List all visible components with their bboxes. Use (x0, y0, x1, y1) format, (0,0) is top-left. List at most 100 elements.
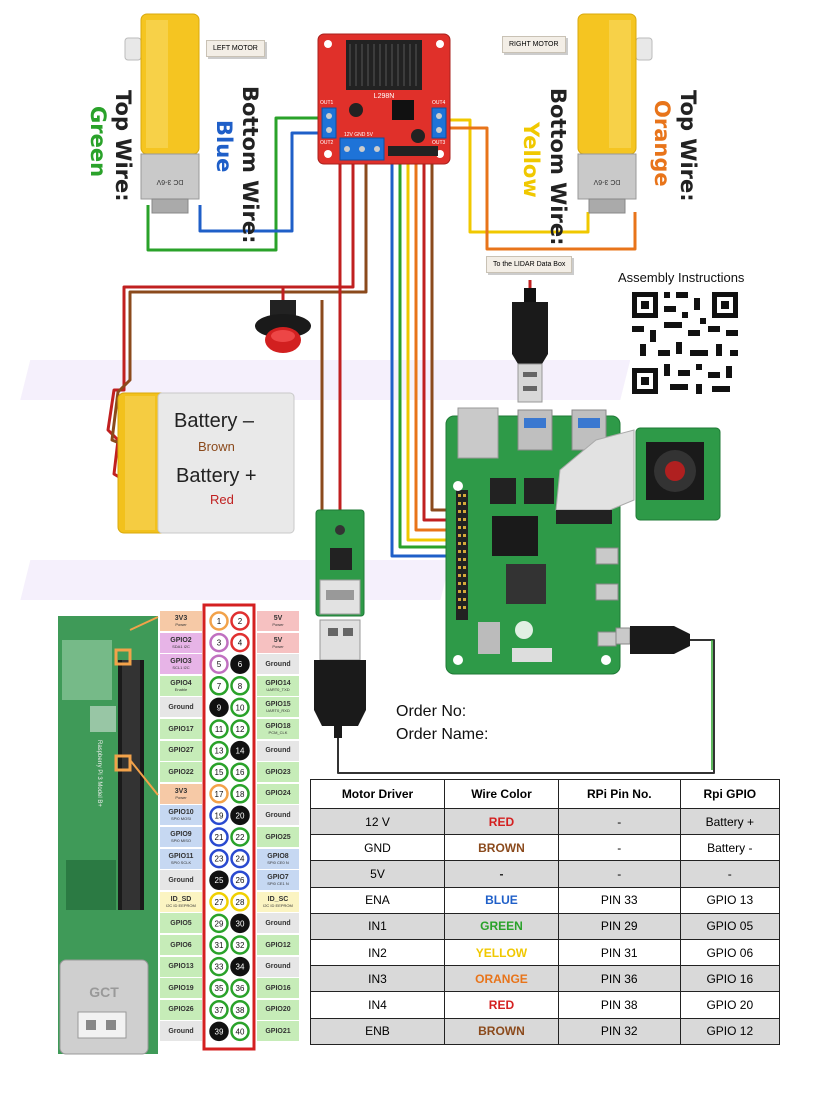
gpio-pin-number: 38 (236, 1006, 245, 1015)
gpio-label-name: GPIO21 (265, 1027, 291, 1035)
gpio-label: GPIO5 (160, 913, 202, 934)
cell-wire-color: GREEN (443, 912, 559, 940)
gpio-label-sub: SPI0 SCLK (170, 859, 192, 865)
gpio-pin-number: 10 (236, 703, 245, 712)
battery-plus-color: Red (210, 492, 234, 507)
gpio-pin-circle (230, 740, 250, 761)
left-motor-rating: DC 3-6V (156, 178, 183, 185)
gpio-pin-number: 9 (217, 703, 222, 712)
cell-wire-color: BLUE (443, 886, 559, 914)
gpio-pin-number: 36 (236, 984, 245, 993)
gpio-pin-circle (209, 784, 229, 804)
gpio-label-name: GPIO13 (168, 963, 194, 971)
out3-label: OUT3 (432, 140, 446, 146)
power-button (255, 300, 311, 353)
gpio-pin-number: 15 (215, 768, 224, 777)
gpio-label: GPIO20 (257, 999, 299, 1020)
gpio-pin-circle (209, 978, 229, 998)
wire-right-orange (450, 126, 637, 251)
gpio-pin-circle (209, 913, 229, 934)
gpio-pin-circle (230, 632, 250, 653)
gpio-pin-circle (230, 676, 250, 696)
gpio-pin-circle (230, 827, 250, 847)
right-top-wire-color: Orange (650, 100, 674, 187)
gpio-label: GPIO13 (160, 956, 202, 977)
cell-rpi-gpio: - (679, 860, 781, 888)
gpio-pin-number: 37 (215, 1006, 224, 1015)
gpio-label-name: GPIO23 (265, 768, 291, 776)
gpio-pin-circle (230, 805, 250, 826)
gpio-pin-number: 39 (215, 1027, 224, 1036)
cell-rpi-pin: - (557, 860, 681, 888)
gpio-pin-circle (209, 676, 229, 696)
gpio-label-name: Ground (168, 1027, 194, 1035)
gpio-pin-circle (230, 762, 250, 782)
gpio-label: Ground (160, 1021, 202, 1042)
gpio-pin-number: 18 (236, 790, 245, 799)
right-motor-rating: DC 3-6V (593, 178, 620, 185)
raspberry-pi-board (445, 407, 635, 675)
gpio-pin-circle (230, 1000, 250, 1020)
assembly-qr-code[interactable] (630, 290, 740, 396)
cell-rpi-pin: - (557, 807, 681, 836)
gpio-pin-circle (209, 740, 229, 761)
gpio-pin-circle (209, 827, 229, 847)
gpio-label: GPIO21 (257, 1021, 299, 1042)
gpio-pin-number: 20 (236, 811, 245, 820)
cell-rpi-pin: PIN 33 (557, 886, 681, 914)
left-bottom-wire-color: Blue (212, 120, 236, 173)
gpio-pin-circle (209, 762, 229, 782)
gpio-label-name: Ground (265, 660, 291, 668)
gpio-label-name: ID_SD (170, 895, 192, 903)
gpio-label-name: GPIO20 (265, 1006, 291, 1014)
cell-motor-driver: IN4 (310, 991, 445, 1019)
assembly-instructions-label: Assembly Instructions (618, 270, 745, 285)
gpio-label-sub: SPI0 CE0 N (267, 859, 289, 865)
gpio-pin-circle (209, 956, 229, 977)
gpio-pin-circle (209, 935, 229, 955)
gpio-label: Ground (257, 740, 299, 761)
gpio-pin-circle (209, 805, 229, 826)
left-motor: DC 3-6V (124, 13, 200, 214)
gpio-pin-number: 40 (236, 1027, 245, 1036)
gpio-pin-circle (230, 697, 250, 718)
gpio-label-name: ID_SC (267, 895, 289, 903)
cell-rpi-pin: PIN 29 (557, 912, 681, 940)
gpio-pin-number: 26 (236, 876, 245, 885)
gpio-pin-circle (230, 892, 250, 912)
wire-battery-red (106, 160, 355, 482)
gpio-pin-number: 4 (238, 639, 243, 648)
gpio-label: GPIO17 (160, 719, 202, 739)
gpio-label-sub: Enable (174, 686, 188, 692)
gpio-pin-number: 6 (238, 660, 243, 669)
left-bottom-wire-title: Bottom Wire: (238, 86, 262, 244)
battery-minus-color: Brown (198, 439, 235, 454)
wire-left-blue (198, 131, 326, 233)
gpio-label: GPIO26 (160, 999, 202, 1020)
gpio-label: GPIO12 (257, 935, 299, 955)
cell-wire-color: BROWN (443, 1017, 559, 1045)
gpio-label-name: Ground (168, 703, 194, 711)
cell-motor-driver: IN3 (310, 965, 445, 993)
lidar-tag: To the LIDAR Data Box (486, 256, 573, 273)
left-top-wire-title: Top Wire: (111, 90, 135, 202)
left-motor-tag: LEFT MOTOR (206, 40, 265, 57)
gpio-pin-number: 14 (236, 747, 245, 756)
gpio-pin-circle (230, 870, 250, 890)
wire-12v-to-button (281, 285, 320, 300)
header-wire-color: Wire Color (443, 779, 559, 809)
gpio-label-name: GPIO15 (265, 701, 291, 709)
wire-right-yellow (450, 118, 590, 234)
